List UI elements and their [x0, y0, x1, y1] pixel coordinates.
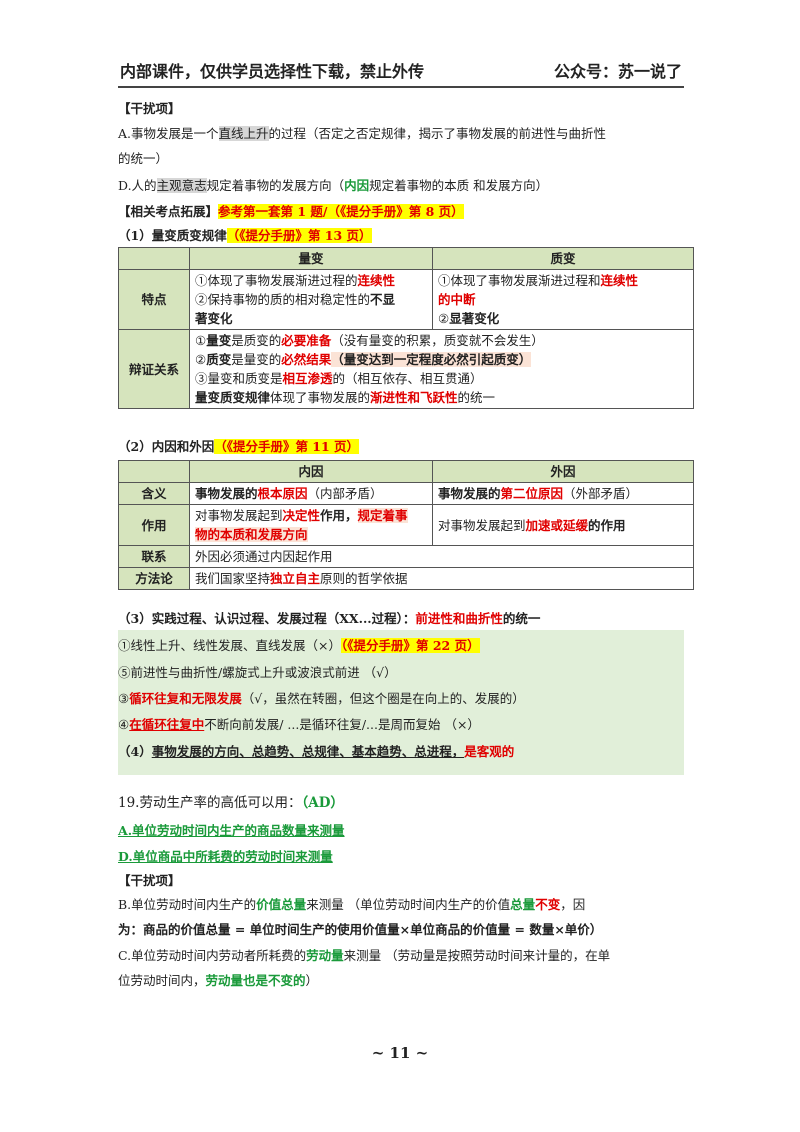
strike-text: 直线上升 [218, 126, 269, 141]
q19-option-c-cont: 位劳动时间内，劳动量也是不变的） [118, 973, 319, 988]
summary-line-2: ⑤前进性与曲折性/螺旋式上升或波浪式前进 （√） [118, 665, 397, 680]
q19-title: 19.劳动生产率的高低可以用：（AD） [118, 795, 344, 811]
row-link: 联系 [118, 545, 190, 568]
row-role: 作用 [118, 504, 190, 546]
col-external: 外因 [432, 460, 694, 483]
header-account: 公众号：苏一说了 [553, 62, 682, 81]
summary-line-1: ①线性上升、线性发展、直线发展（×）（《提分手册》第 22 页） [118, 638, 480, 653]
row-method: 方法论 [118, 567, 190, 590]
col-quantity: 量变 [189, 247, 433, 270]
row-meaning: 含义 [118, 482, 190, 505]
page-number: ~ 11 ~ [371, 1044, 429, 1062]
q1-heading: （1）量变质变规律（《提分手册》第 13 页） [118, 228, 372, 243]
option-a: A.事物发展是一个直线上升的过程（否定之否定规律，揭示了事物发展的前进性与曲折性 [118, 126, 607, 141]
q19-option-b: B.单位劳动时间内生产的价值总量来测量 （单位劳动时间内生产的价值总量不变，因 [118, 897, 586, 912]
row-features: 特点 [118, 269, 190, 330]
summary-line-5: （4）事物发展的方向、总趋势、总规律、基本趋势、总进程，是客观的 [118, 744, 515, 759]
summary-box [118, 630, 684, 775]
page-header: 内部课件，仅供学员选择性下载，禁止外传 公众号：苏一说了 [118, 56, 684, 88]
q3-heading: （3）实践过程、认识过程、发展过程（XX...过程）：前进性和曲折性的统一 [118, 611, 541, 626]
summary-line-4: ④在循环往复中不断向前发展/ ...是循环往复/...是周而复始 （×） [118, 717, 480, 732]
internal-external-table: 内因 外因 含义 事物发展的根本原因（内部矛盾） 事物发展的第二位原因（外部矛盾… [118, 460, 694, 590]
q19-answer-d: D.单位商品中所耗费的劳动时间来测量 [118, 849, 333, 864]
row-dialectic: 辩证关系 [118, 329, 190, 409]
extension-heading: 【相关考点拓展】参考第一套第 1 题/（《提分手册》第 8 页） [118, 204, 464, 219]
q2-heading: （2）内因和外因（《提分手册》第 11 页） [118, 439, 360, 454]
q19-option-b-cont: 为：商品的价值总量 = 单位时间生产的使用价值量×单位商品的价值量 = 数量×单… [118, 922, 603, 937]
distractor-heading: 【干扰项】 [118, 101, 181, 116]
col-internal: 内因 [189, 460, 433, 483]
col-quality: 质变 [432, 247, 694, 270]
q19-distractor-heading: 【干扰项】 [118, 873, 181, 888]
quantity-quality-table: 量变 质变 特点 ①体现了事物发展渐进过程的连续性 ②保持事物的质的相对稳定性的… [118, 247, 694, 409]
reference-highlight: 参考第一套第 1 题/（《提分手册》第 8 页） [218, 204, 464, 219]
q19-option-c: C.单位劳动时间内劳动者所耗费的劳动量来测量 （劳动量是按照劳动时间来计量的，在… [118, 948, 611, 963]
summary-line-3: ③循环往复和无限发展（√，虽然在转圈，但这个圈是在向上的、发展的） [118, 691, 525, 706]
option-d: D.人的主观意志规定着事物的发展方向（内因规定着事物的本质 和发展方向） [118, 178, 549, 193]
option-a-cont: 的统一） [118, 151, 169, 166]
header-notice: 内部课件，仅供学员选择性下载，禁止外传 [120, 62, 425, 81]
q19-answer-a: A.单位劳动时间内生产的商品数量来测量 [118, 823, 345, 838]
